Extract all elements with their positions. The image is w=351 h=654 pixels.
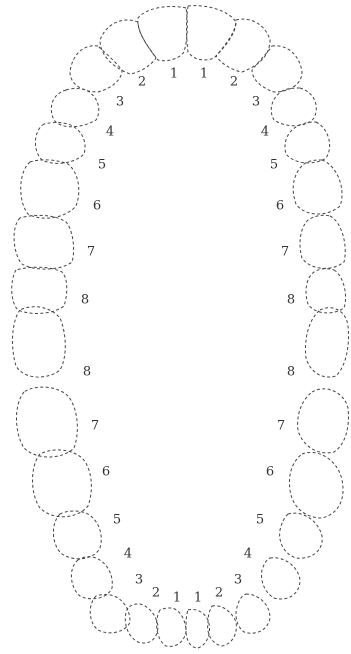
upper-right-tooth-8[interactable] (306, 269, 346, 313)
lower-left-number-8: 8 (83, 365, 91, 380)
lower-right-tooth-1[interactable] (186, 609, 210, 648)
lower-left-number-4: 4 (124, 547, 132, 562)
lower-left-tooth-7[interactable] (17, 387, 78, 457)
upper-left-number-7: 7 (87, 245, 95, 260)
lower-right-number-8: 8 (287, 365, 295, 380)
lower-right-tooth-3[interactable] (236, 594, 270, 633)
lower-right-tooth-7[interactable] (298, 389, 349, 453)
lower-right-tooth-4[interactable] (262, 558, 301, 599)
lower-right-tooth-2[interactable] (208, 606, 237, 646)
upper-right-tooth-2[interactable] (216, 19, 270, 72)
upper-left-number-4: 4 (106, 125, 114, 140)
upper-left-number-6: 6 (93, 199, 101, 214)
upper-right-number-4: 4 (261, 125, 269, 140)
lower-left-tooth-6[interactable] (33, 450, 92, 517)
lower-right-tooth-6[interactable] (290, 452, 344, 518)
lower-right-number-6: 6 (266, 465, 274, 480)
lower-left-tooth-8[interactable] (13, 307, 66, 377)
lower-left-number-5: 5 (113, 513, 121, 528)
lower-left-tooth-4[interactable] (71, 557, 112, 599)
upper-left-tooth-4[interactable] (51, 89, 98, 127)
lower-right-tooth-8[interactable] (306, 308, 349, 377)
lower-left-number-7: 7 (91, 419, 99, 434)
lower-right-number-7: 7 (277, 419, 285, 434)
upper-right-number-7: 7 (281, 245, 289, 260)
upper-left-number-8: 8 (81, 293, 89, 308)
lower-right-number-2: 2 (215, 586, 223, 601)
lower-left-number-1: 1 (173, 591, 181, 606)
lower-left-number-6: 6 (102, 465, 110, 480)
lower-right-tooth-5[interactable] (280, 513, 323, 558)
upper-left-number-2: 2 (138, 75, 146, 90)
lower-left-number-2: 2 (152, 586, 160, 601)
lower-left-tooth-5[interactable] (53, 511, 101, 559)
upper-left-tooth-1[interactable] (138, 6, 188, 60)
upper-left-tooth-3[interactable] (70, 46, 122, 92)
upper-right-tooth-7[interactable] (300, 215, 345, 268)
upper-left-tooth-7[interactable] (14, 215, 74, 269)
lower-left-tooth-2[interactable] (125, 604, 158, 643)
lower-left-number-3: 3 (135, 573, 143, 588)
lower-right-number-4: 4 (244, 547, 252, 562)
lower-right-number-5: 5 (256, 513, 264, 528)
upper-left-tooth-2[interactable] (100, 20, 156, 74)
lower-left-tooth-1[interactable] (157, 608, 186, 646)
upper-right-number-8: 8 (287, 293, 295, 308)
upper-left-tooth-6[interactable] (21, 160, 79, 218)
upper-right-number-1: 1 (200, 67, 208, 82)
upper-right-tooth-3[interactable] (252, 46, 302, 92)
upper-right-number-6: 6 (276, 199, 284, 214)
upper-left-tooth-5[interactable] (35, 123, 85, 164)
upper-right-tooth-4[interactable] (271, 88, 316, 126)
upper-right-tooth-5[interactable] (285, 122, 330, 163)
upper-right-number-5: 5 (270, 158, 278, 173)
upper-left-number-5: 5 (98, 158, 106, 173)
upper-right-number-3: 3 (252, 95, 260, 110)
upper-left-number-3: 3 (116, 95, 124, 110)
lower-right-number-1: 1 (194, 591, 202, 606)
upper-right-tooth-1[interactable] (187, 6, 237, 60)
upper-left-number-1: 1 (170, 67, 178, 82)
lower-left-tooth-3[interactable] (90, 595, 130, 633)
upper-right-number-2: 2 (230, 75, 238, 90)
upper-right-tooth-6[interactable] (293, 160, 342, 214)
lower-right-number-3: 3 (234, 573, 242, 588)
